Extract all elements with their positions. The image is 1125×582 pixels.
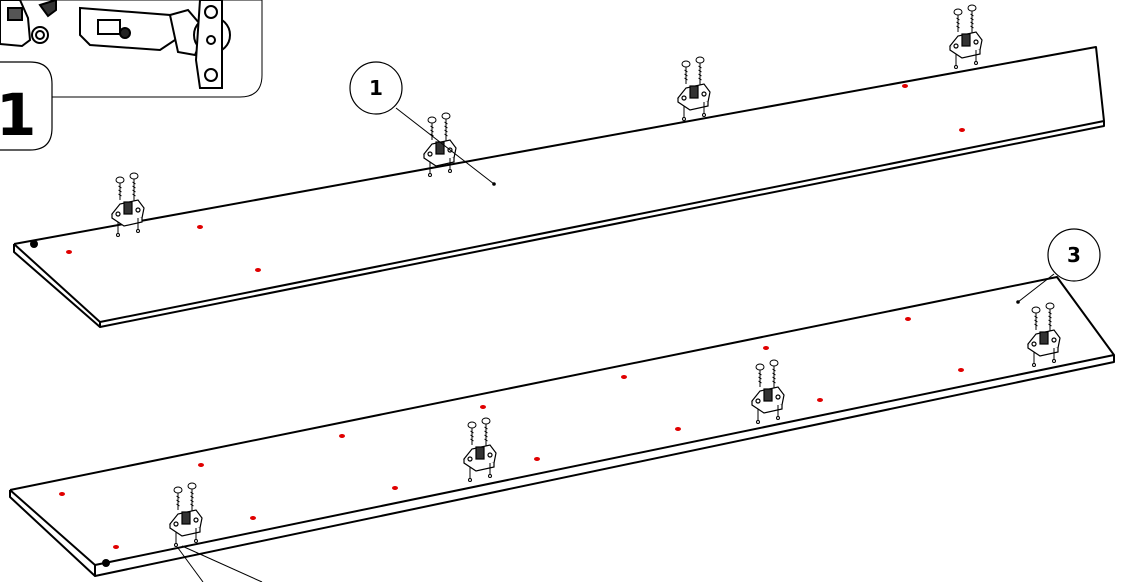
drill-marks (59, 84, 965, 549)
callout-part-1: 1 (349, 61, 496, 186)
callout-part-3: 3 (1016, 228, 1101, 304)
step-number: 1 (0, 81, 36, 149)
hinge-illustration (0, 0, 231, 89)
callout-leader-lines (177, 545, 263, 582)
hinge-detail-inset (0, 0, 263, 98)
part-label: 3 (1067, 243, 1081, 267)
hinge-plate (949, 4, 983, 70)
panel-3 (9, 276, 1115, 577)
hinge-plate (677, 56, 711, 122)
step-number-box: 1 (0, 61, 53, 151)
panel-1 (13, 46, 1105, 328)
part-label: 1 (369, 76, 383, 100)
